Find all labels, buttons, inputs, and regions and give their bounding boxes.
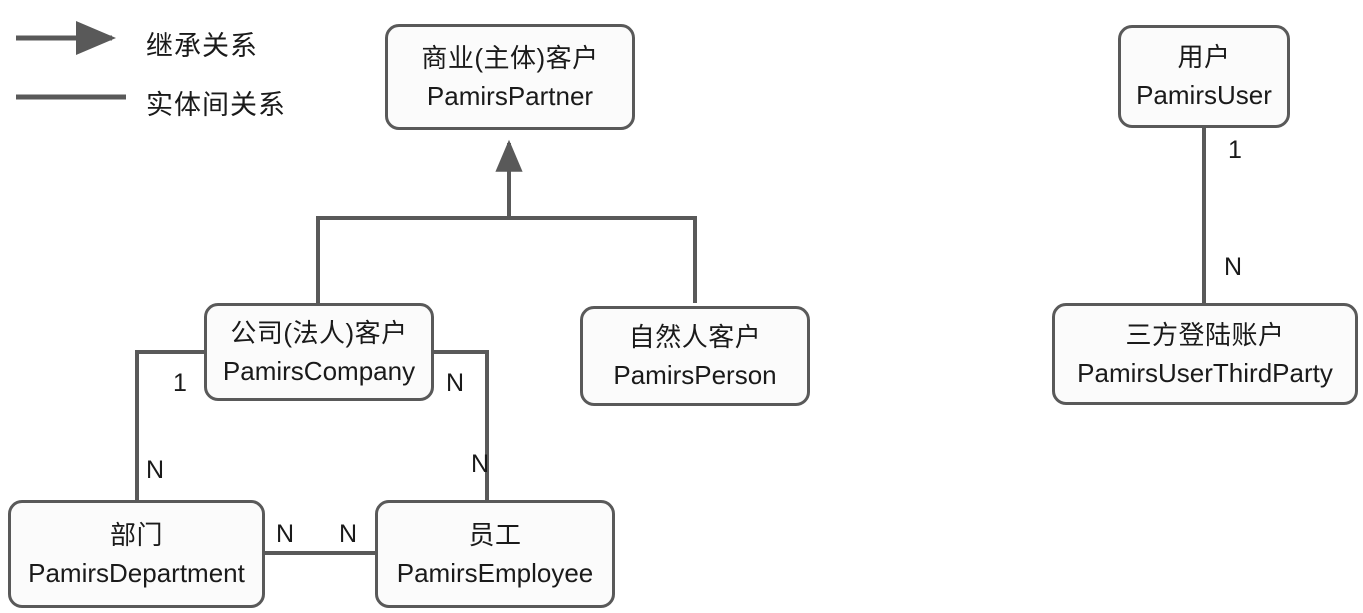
edge-inheritance-bus <box>316 216 697 303</box>
node-user[interactable]: 用户 PamirsUser <box>1118 25 1290 128</box>
node-thirdparty[interactable]: 三方登陆账户 PamirsUserThirdParty <box>1052 303 1358 405</box>
legend-label-inheritance: 继承关系 <box>146 31 258 61</box>
node-person-cn: 自然人客户 <box>628 321 762 352</box>
edge-label-employee-many: N <box>471 450 490 478</box>
legend-label-entity-relation: 实体间关系 <box>146 90 286 120</box>
node-employee[interactable]: 员工 PamirsEmployee <box>375 500 615 608</box>
node-company-en: PamirsCompany <box>222 355 416 386</box>
node-thirdparty-en: PamirsUserThirdParty <box>1077 357 1333 388</box>
edge-label-thirdparty-many: N <box>1224 253 1243 281</box>
node-employee-cn: 员工 <box>468 519 522 550</box>
node-department-cn: 部门 <box>109 519 163 550</box>
node-user-cn: 用户 <box>1177 42 1231 73</box>
edge-label-company-department-one: 1 <box>173 369 187 397</box>
node-partner[interactable]: 商业(主体)客户 PamirsPartner <box>385 24 635 130</box>
edge-label-user-one: 1 <box>1228 136 1242 164</box>
node-user-en: PamirsUser <box>1136 80 1272 110</box>
node-company-cn: 公司(法人)客户 <box>230 317 408 348</box>
node-partner-cn: 商业(主体)客户 <box>421 42 599 73</box>
edge-label-company-employee-many: N <box>446 369 465 397</box>
edge-label-department-many: N <box>146 456 165 484</box>
edge-label-employee-side-many: N <box>339 520 358 548</box>
node-department[interactable]: 部门 PamirsDepartment <box>8 500 265 608</box>
node-partner-en: PamirsPartner <box>426 80 594 111</box>
node-thirdparty-cn: 三方登陆账户 <box>1125 319 1285 350</box>
edge-label-department-side-many: N <box>276 520 295 548</box>
node-person-en: PamirsPerson <box>613 359 777 390</box>
edge-inheritance-group <box>316 139 697 303</box>
node-employee-en: PamirsEmployee <box>396 557 594 588</box>
node-company[interactable]: 公司(法人)客户 PamirsCompany <box>204 303 434 401</box>
node-department-en: PamirsDepartment <box>28 557 245 588</box>
node-person[interactable]: 自然人客户 PamirsPerson <box>580 306 810 406</box>
